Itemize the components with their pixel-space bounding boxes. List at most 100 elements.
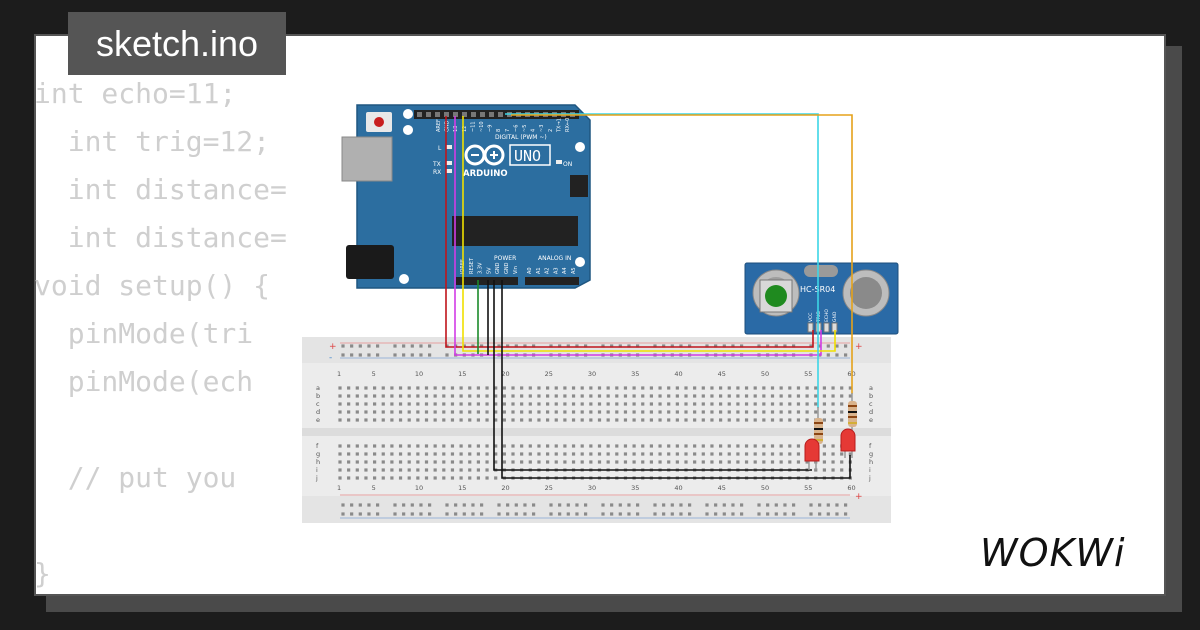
column-number: 55 [804, 370, 812, 378]
column-number: 15 [458, 484, 466, 492]
column-number: 45 [718, 484, 726, 492]
wire-yellow [462, 116, 836, 352]
row-letter: d [316, 408, 320, 416]
rx-label: RX [433, 169, 441, 176]
sensor-pin-label: VCC [808, 313, 814, 322]
column-number: 40 [674, 370, 682, 378]
column-number: 1 [337, 370, 341, 378]
digital-pin-label: ~9 [488, 125, 494, 132]
row-letter: d [869, 408, 873, 416]
row-letter: j [315, 474, 318, 482]
column-number: 30 [588, 484, 596, 492]
row-letter: a [316, 384, 320, 392]
led-1[interactable] [804, 438, 820, 470]
power-jack [346, 245, 394, 279]
wire-black-2 [493, 280, 812, 471]
digital-pin-label: 12 [462, 126, 468, 132]
power-pin-label: GND [504, 262, 510, 274]
code-line: int distance= [34, 173, 287, 206]
code-line: } [34, 557, 51, 590]
column-number: 50 [761, 484, 769, 492]
green-button-icon[interactable] [765, 285, 787, 307]
sensor-pin-label: ECHO [824, 309, 830, 322]
power-pin-label: RESET [469, 257, 475, 274]
l-led-label: L [438, 145, 442, 152]
column-number: 15 [458, 370, 466, 378]
code-line: void setup() { [34, 269, 271, 302]
column-number: 30 [588, 370, 596, 378]
tx-label: TX [432, 161, 441, 168]
sensor-pin-label: GND [832, 311, 838, 322]
analog-pin-label: A3 [553, 267, 559, 274]
digital-pin-label: GND [445, 120, 451, 132]
code-line: int echo=11; [34, 77, 237, 110]
digital-pin-label: 7 [505, 129, 511, 132]
wire-black-3 [501, 280, 851, 479]
column-number: 10 [415, 370, 423, 378]
analog-pin-label: A4 [562, 267, 568, 274]
row-letter: b [316, 392, 320, 400]
digital-pin-label: ~11 [470, 121, 476, 132]
digital-pin-label: 2 [548, 129, 554, 132]
row-letter: f [316, 442, 319, 450]
column-number: 50 [761, 370, 769, 378]
analog-label: ANALOG IN [538, 255, 571, 262]
digital-pin-label: ~6 [513, 125, 519, 132]
reset-button[interactable] [374, 117, 384, 127]
on-label: ON [563, 161, 572, 168]
wires [445, 113, 853, 479]
row-letter: i [869, 466, 871, 474]
digital-pin-label: RX←0 [565, 118, 571, 132]
column-number: 20 [501, 484, 509, 492]
row-letter: e [869, 416, 873, 424]
code-line: pinMode(ech [34, 365, 254, 398]
rail-minus-label: - [329, 353, 332, 363]
analog-pin-label: A5 [571, 267, 577, 274]
row-letter: h [316, 458, 320, 466]
board-brand-label: ARDUINO [463, 169, 508, 179]
rail-plus-label: + [329, 342, 337, 352]
column-number: 20 [501, 370, 509, 378]
row-letter: f [869, 442, 872, 450]
column-number: 40 [674, 484, 682, 492]
wire-magenta [454, 116, 822, 356]
digital-pin-label: 8 [496, 129, 502, 132]
analog-pin-label: A0 [527, 267, 533, 274]
column-number: 55 [804, 484, 812, 492]
power-label: POWER [494, 255, 516, 262]
column-number: 1 [337, 484, 341, 492]
row-letter: g [316, 450, 320, 458]
row-letter: b [869, 392, 873, 400]
digital-label: DIGITAL (PWM ~) [495, 134, 547, 141]
sensor-pin-label: TRIG [816, 311, 822, 323]
rail-plus-label-bottom: + [855, 492, 863, 502]
row-letter: a [869, 384, 873, 392]
digital-pin-label: AREF [436, 119, 442, 132]
file-tab[interactable]: sketch.ino [68, 12, 286, 75]
arduino-logo-icon [464, 144, 505, 166]
digital-pin-label: ~3 [539, 125, 545, 132]
power-pin-label: 3.3V [478, 262, 484, 274]
column-number: 35 [631, 484, 639, 492]
code-line: int trig=12; [34, 125, 271, 158]
digital-pin-label: 13 [453, 126, 459, 132]
digital-pin-label: 4 [531, 129, 537, 132]
row-letter: e [316, 416, 320, 424]
column-number: 5 [372, 484, 376, 492]
arduino-uno[interactable]: UNO ARDUINO DIGITAL (PWM ~) ON TX RX L P… [341, 104, 591, 289]
column-number: 25 [545, 370, 553, 378]
column-number: 60 [847, 484, 855, 492]
wire-cyan [505, 113, 819, 408]
wire-orange [511, 114, 853, 394]
row-letter: c [869, 400, 873, 408]
row-letter: c [316, 400, 320, 408]
wokwi-logo-text: WOKWi [980, 531, 1126, 575]
rail-plus-label-right: + [855, 342, 863, 352]
board-model-label: UNO [514, 147, 541, 165]
led-2[interactable] [840, 428, 856, 458]
